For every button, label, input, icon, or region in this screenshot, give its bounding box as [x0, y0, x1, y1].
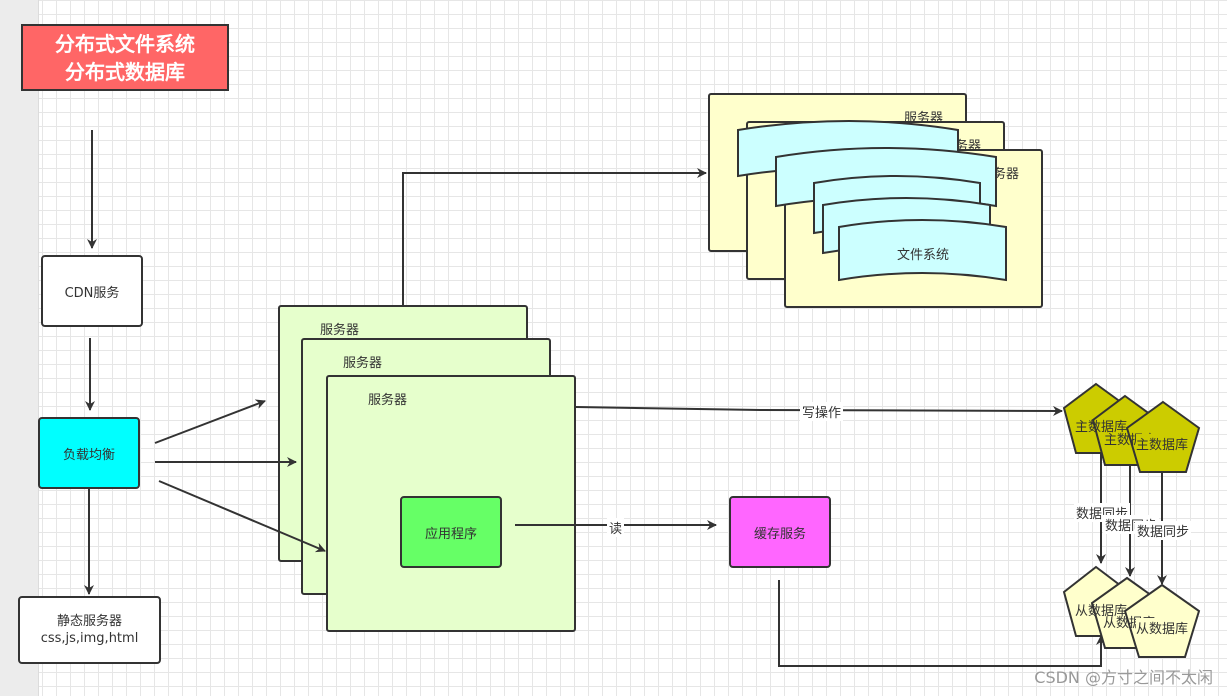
sync-label-3: 数据同步	[1135, 521, 1192, 540]
edge-server-to-master-db	[575, 405, 1063, 416]
file-system-label: 文件系统	[897, 248, 950, 263]
static-server-label: 静态服务器	[56, 614, 122, 629]
static-server-node[interactable]: 静态服务器 css,js,img,html	[18, 596, 161, 664]
file-system-tape-5	[838, 219, 1007, 282]
write-operation-label: 写操作	[800, 402, 844, 421]
edge-server-to-filesystem	[402, 168, 707, 305]
cache-service-node[interactable]: 缓存服务	[729, 496, 831, 568]
cache-label: 缓存服务	[753, 526, 806, 542]
static-server-sublabel: css,js,img,html	[40, 631, 139, 646]
title-line-2: 分布式数据库	[65, 59, 185, 84]
diagram-title[interactable]: 分布式文件系统 分布式数据库	[21, 24, 229, 91]
cdn-label: CDN服务	[64, 285, 120, 301]
master-db-label-3: 主数据库	[1136, 434, 1189, 453]
master-db-label-1: 主数据库	[1075, 420, 1128, 435]
slave-db-label-3: 从数据库	[1136, 618, 1189, 637]
app-server-label-3: 服务器	[368, 393, 408, 408]
left-gutter	[0, 0, 39, 696]
app-server-label-1: 服务器	[320, 323, 360, 338]
csdn-watermark: CSDN @方寸之间不太闲	[1034, 668, 1213, 687]
load-balancer-node[interactable]: 负载均衡	[38, 417, 140, 489]
edge-lb-to-server-1	[154, 399, 266, 444]
application-label: 应用程序	[424, 526, 477, 542]
slave-db-label-1: 从数据库	[1075, 604, 1128, 619]
application-node[interactable]: 应用程序	[400, 496, 502, 568]
read-label: 读	[607, 518, 625, 537]
edge-cache-to-slave-db	[778, 580, 1106, 667]
edge-lb-to-server-3	[158, 480, 326, 553]
title-line-1: 分布式文件系统	[55, 31, 195, 56]
app-server-label-2: 服务器	[343, 356, 383, 371]
load-balancer-label: 负载均衡	[62, 447, 115, 463]
cdn-service-node[interactable]: CDN服务	[41, 255, 143, 327]
